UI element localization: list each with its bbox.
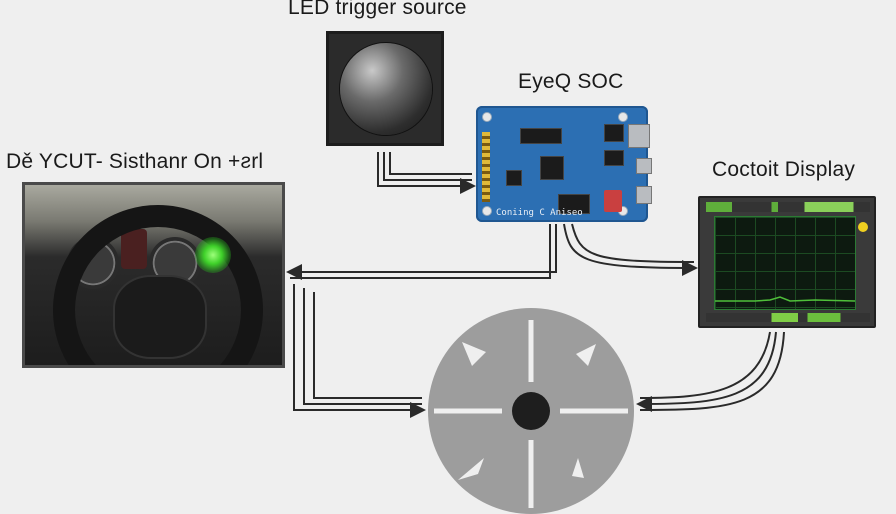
chip-bottom: [558, 194, 590, 214]
wire-display-to-disc: [639, 331, 771, 399]
driver-monitor-led-icon: [195, 237, 231, 273]
usb-port: [636, 186, 652, 204]
led-trigger-box: [326, 31, 444, 146]
disc-center: [512, 392, 550, 430]
chip-small: [506, 170, 522, 186]
mount-hole-icon: [482, 206, 492, 216]
chip-small: [604, 124, 624, 142]
direction-disc-marks: [434, 320, 628, 508]
display-bottom-bar: [706, 313, 870, 322]
wire-led-to-soc: [389, 152, 472, 175]
pin-header: [482, 132, 490, 202]
wire-dashboard-to-disc: [313, 292, 422, 399]
red-component: [604, 190, 622, 212]
wire-dashboard-to-disc: [293, 284, 426, 418]
usb-port: [636, 158, 652, 174]
wire-soc-to-display: [563, 223, 698, 276]
wire-display-to-disc: [639, 331, 785, 411]
display-screen: [714, 216, 856, 310]
direction-disc: [428, 308, 634, 514]
wire-dashboard-to-disc: [303, 288, 422, 405]
eyeq-soc-board: Coniing C Aniseo: [476, 106, 652, 222]
wire-led-to-soc: [383, 152, 472, 181]
wire-led-to-soc: [377, 152, 476, 194]
mount-hole-icon: [482, 112, 492, 122]
cockpit-display-label: Coctoit Display: [712, 158, 856, 181]
steering-hub: [113, 275, 207, 359]
eyeq-soc-label: EyeQ SOC: [518, 70, 624, 93]
led-trigger-label: LED trigger source: [288, 0, 467, 19]
ethernet-port: [628, 124, 650, 148]
driver-monitoring-label: Dě YCUT- Sisthanr On +ƨrl: [6, 150, 264, 173]
cockpit-display: [698, 196, 876, 328]
wire-soc-to-display: [571, 223, 695, 263]
display-indicator-icon: [858, 222, 868, 232]
chip-small: [604, 150, 624, 166]
display-top-bar: [706, 202, 870, 212]
processor-chip: [540, 156, 564, 180]
chip-label-block: [520, 128, 562, 144]
wire-display-to-disc: [636, 331, 777, 412]
mount-hole-icon: [618, 112, 628, 122]
display-trace: [715, 296, 856, 302]
wire-soc-to-dashboard: [290, 224, 551, 279]
board-caption: Coniing C Aniseo: [496, 208, 583, 218]
led-sphere-icon: [340, 43, 432, 135]
wire-soc-to-dashboard: [286, 224, 557, 280]
driver-dashboard-photo: [22, 182, 285, 368]
